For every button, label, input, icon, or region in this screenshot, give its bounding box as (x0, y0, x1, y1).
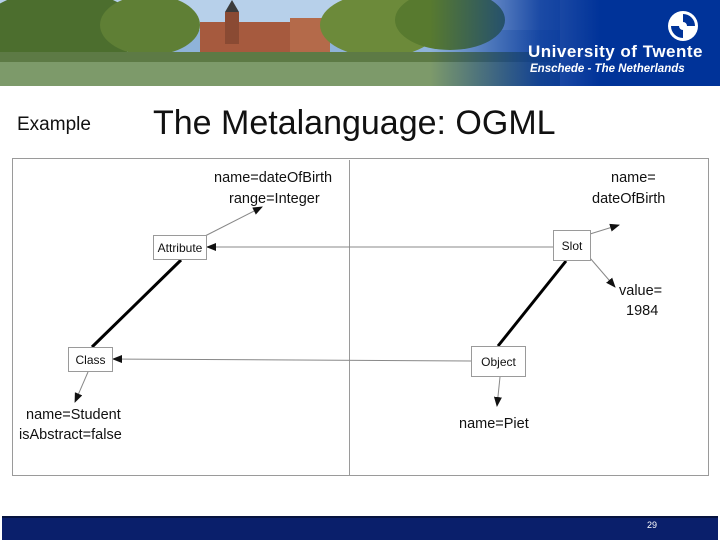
object-node[interactable]: Object (471, 346, 526, 377)
page-number: 29 (647, 520, 658, 530)
slot-value-label-line2: 1984 (626, 303, 659, 319)
slot-name-label-line1: name= (611, 170, 656, 186)
attribute-range-label: range=Integer (229, 191, 320, 207)
footer-bar (2, 516, 718, 540)
diagram-divider (349, 160, 350, 476)
object-to-class-arrow (112, 355, 472, 364)
slide-title: The Metalanguage: OGML (153, 104, 556, 142)
class-label-arrow (74, 371, 89, 403)
attribute-name-label: name=dateOfBirth (214, 170, 333, 186)
class-abstract-label: isAbstract=false (19, 427, 122, 443)
slot-value-label-line1: value= (619, 283, 663, 299)
attribute-class-link (90, 258, 183, 349)
brand-band (0, 0, 720, 86)
section-label: Example (17, 114, 91, 135)
university-logo-icon (668, 11, 698, 41)
slot-name-label-line2: dateOfBirth (592, 191, 666, 207)
attribute-label-arrow (204, 206, 263, 237)
university-location: Enschede - The Netherlands (530, 63, 685, 75)
attribute-node[interactable]: Attribute (153, 235, 207, 260)
header-banner: University of Twente Enschede - The Neth… (0, 0, 720, 86)
slot-name-arrow (589, 223, 620, 235)
object-name-label: name=Piet (459, 416, 529, 432)
diagram-frame (12, 158, 709, 476)
slot-node[interactable]: Slot (553, 230, 591, 261)
slot-object-link (496, 260, 568, 347)
class-node[interactable]: Class (68, 347, 113, 372)
slot-value-arrow (589, 257, 616, 288)
object-label-arrow (493, 376, 502, 407)
class-name-label: name=Student (26, 407, 121, 423)
university-name: University of Twente (528, 42, 703, 61)
